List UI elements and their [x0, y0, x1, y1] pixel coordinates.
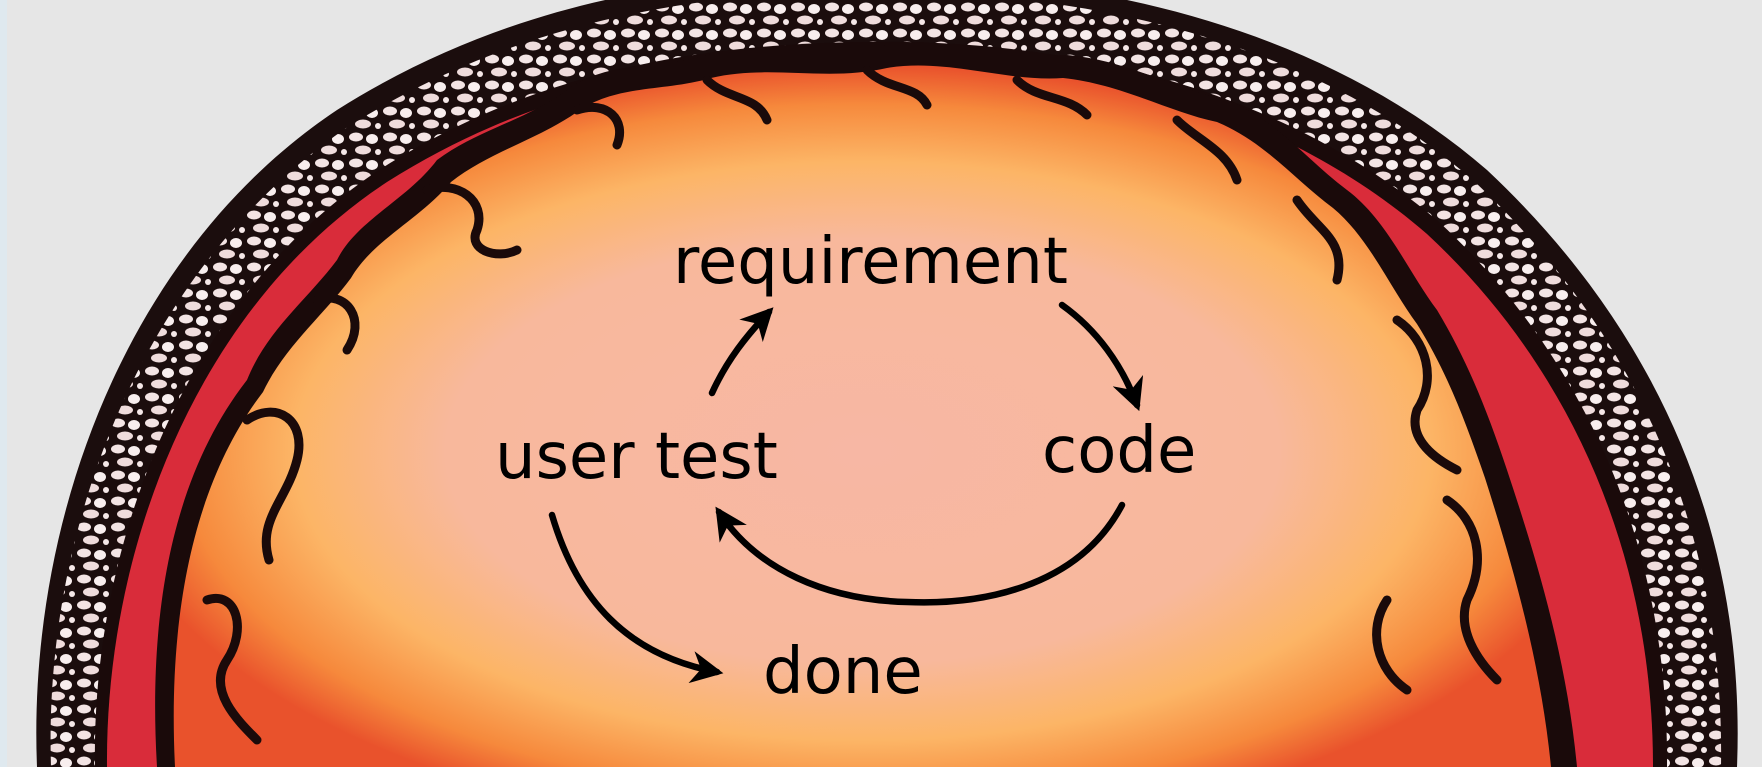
arrow-usertest-to-requirement: [708, 307, 774, 397]
brain-illustration-icon: requirement code user test done: [36, 0, 1738, 767]
cortex-folds: [202, 65, 1502, 745]
node-user-test: user test: [495, 420, 778, 494]
cycle-arrows: [548, 301, 1144, 684]
node-code: code: [1042, 414, 1196, 488]
arrow-code-to-usertest: [715, 501, 1126, 606]
arrow-usertest-to-done: [548, 511, 724, 684]
node-done: done: [763, 635, 923, 709]
node-requirement: requirement: [673, 225, 1068, 299]
cortex-fill: [173, 65, 1551, 767]
arrow-requirement-to-code: [1058, 301, 1144, 412]
